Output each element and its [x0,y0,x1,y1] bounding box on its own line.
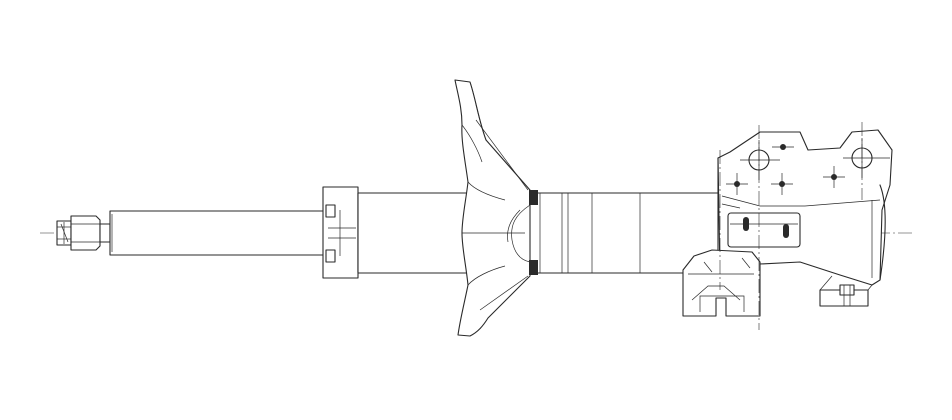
dust-cap-icon [322,186,359,279]
piston-rod-icon [109,210,327,256]
spring-seat-icon [454,79,538,337]
strut-body-icon [357,192,721,274]
piston-rod-nut-icon [56,215,111,251]
knuckle-bracket-icon [682,122,893,330]
